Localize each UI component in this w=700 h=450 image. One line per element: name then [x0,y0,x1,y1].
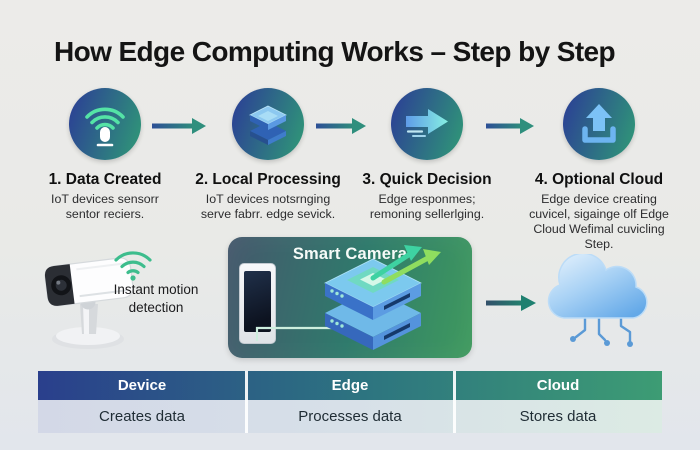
table-separator [245,371,249,433]
step-1-desc: IoT devices sensorr sentor reciers. [51,192,159,222]
phone-screen [244,271,271,332]
summary-table: Device Edge Cloud Creates data Processes… [38,371,662,433]
wifi-icon [114,251,152,281]
table-body-row: Creates data Processes data Stores data [38,400,662,433]
step-2-desc: IoT devices notsrnging serve fabrr. edge… [200,192,336,222]
arrow-right-icon [486,295,536,311]
table-header-device: Device [117,377,167,394]
wifi-device-icon [69,88,141,160]
table-cell-device: Creates data [99,408,185,425]
step-4: 4. Optional Cloud Edge device creating c… [522,88,676,253]
step-2: 2. Local Processing IoT devices notsrngi… [190,88,346,222]
camera-caption: Instant motion detection [113,282,199,315]
table-cell-edge: Processes data [298,408,402,425]
step-4-title: 4. Optional Cloud [534,171,664,188]
step-3-desc: Edge responmes; remoning sellerlging. [369,192,485,222]
smart-box-title: Smart Camera [292,245,408,263]
flow-arrow-2 [316,118,366,134]
smart-camera-box: Smart Camera [228,237,472,358]
table-cell-cloud: Stores data [519,408,597,425]
flow-arrow-1 [152,118,206,134]
smartphone-icon [239,263,276,344]
fast-arrow-icon [391,88,463,160]
step-1: 1. Data Created IoT devices sensorr sent… [30,88,180,222]
table-separator [452,371,456,433]
page-title: How Edge Computing Works – Step by Step [54,36,616,67]
cloud-icon [547,254,648,347]
step-4-desc: Edge device creating cuvicel, sigainge o… [529,192,669,252]
step-3-title: 3. Quick Decision [362,171,492,188]
step-2-title: 2. Local Processing [195,171,341,188]
table-header-row: Device Edge Cloud [38,371,662,400]
step-3: 3. Quick Decision Edge responmes; remoni… [352,88,502,222]
table-header-cloud: Cloud [536,377,580,394]
cloud-upload-icon [563,88,635,160]
security-camera-icon [44,257,134,349]
server-stack-icon [232,88,304,160]
flow-arrow-3 [486,118,534,134]
step-1-title: 1. Data Created [48,171,162,188]
table-header-edge: Edge [331,377,369,394]
edge-server-icon [255,245,441,350]
